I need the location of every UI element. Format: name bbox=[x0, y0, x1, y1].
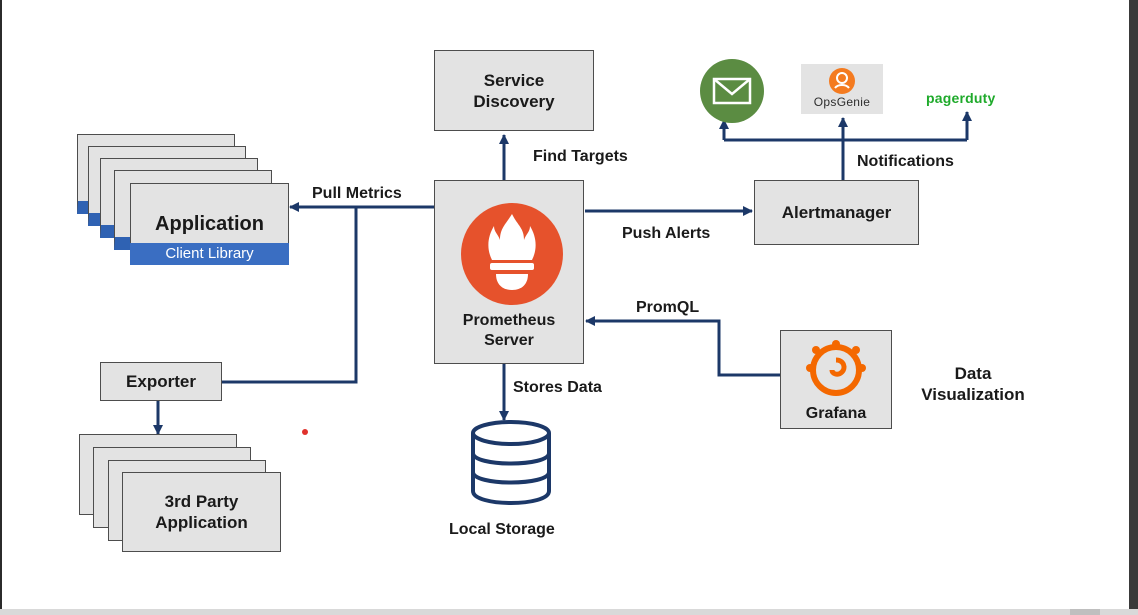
grafana-label: Grafana bbox=[805, 405, 867, 422]
third-party-line1: 3rd Party bbox=[164, 492, 239, 511]
pull-metrics-label: Pull Metrics bbox=[312, 185, 402, 202]
email-icon bbox=[700, 59, 764, 123]
exporter-label: Exporter bbox=[126, 372, 196, 391]
notifications-label: Notifications bbox=[857, 153, 954, 170]
window-bottom-bar bbox=[0, 609, 1138, 615]
find-targets-label: Find Targets bbox=[533, 148, 628, 165]
stores-data-label: Stores Data bbox=[513, 379, 602, 396]
window-left-edge bbox=[0, 0, 2, 615]
database-icon bbox=[471, 420, 551, 505]
cursor-indicator bbox=[302, 429, 308, 435]
prometheus-server-label: Prometheus Server bbox=[434, 311, 584, 351]
prometheus-logo bbox=[461, 203, 563, 305]
prometheus-line1: Prometheus bbox=[462, 312, 556, 329]
grafana-logo bbox=[806, 340, 866, 396]
third-party-line2: Application bbox=[155, 513, 248, 532]
opsgenie-label: OpsGenie bbox=[813, 95, 871, 109]
alertmanager-box: Alertmanager bbox=[754, 180, 919, 245]
opsgenie-logo: OpsGenie bbox=[801, 64, 883, 114]
push-alerts-label: Push Alerts bbox=[622, 225, 711, 242]
exporter-connector bbox=[222, 207, 358, 384]
window-right-edge bbox=[1129, 0, 1138, 615]
opsgenie-icon bbox=[829, 68, 855, 94]
data-visualization-line1: Data bbox=[954, 364, 992, 383]
service-discovery-line1: Service bbox=[483, 70, 545, 90]
data-visualization-line2: Visualization bbox=[921, 385, 1025, 404]
service-discovery-box: Service Discovery bbox=[434, 50, 594, 131]
exporter-box: Exporter bbox=[100, 362, 222, 401]
window-bottom-handle bbox=[1070, 609, 1100, 615]
pagerduty-logo: pagerduty bbox=[926, 90, 996, 106]
application-title: Application bbox=[155, 213, 264, 235]
prometheus-line2: Server bbox=[484, 332, 534, 349]
third-party-application-box: 3rd Party Application bbox=[122, 472, 281, 552]
service-discovery-line2: Discovery bbox=[473, 91, 555, 111]
data-visualization-label: Data Visualization bbox=[913, 363, 1033, 405]
promql-label: PromQL bbox=[636, 299, 700, 316]
alertmanager-label: Alertmanager bbox=[781, 203, 892, 222]
promql-arrow bbox=[585, 316, 780, 377]
client-library-bar: Client Library bbox=[130, 243, 289, 265]
local-storage-label: Local Storage bbox=[449, 521, 555, 538]
